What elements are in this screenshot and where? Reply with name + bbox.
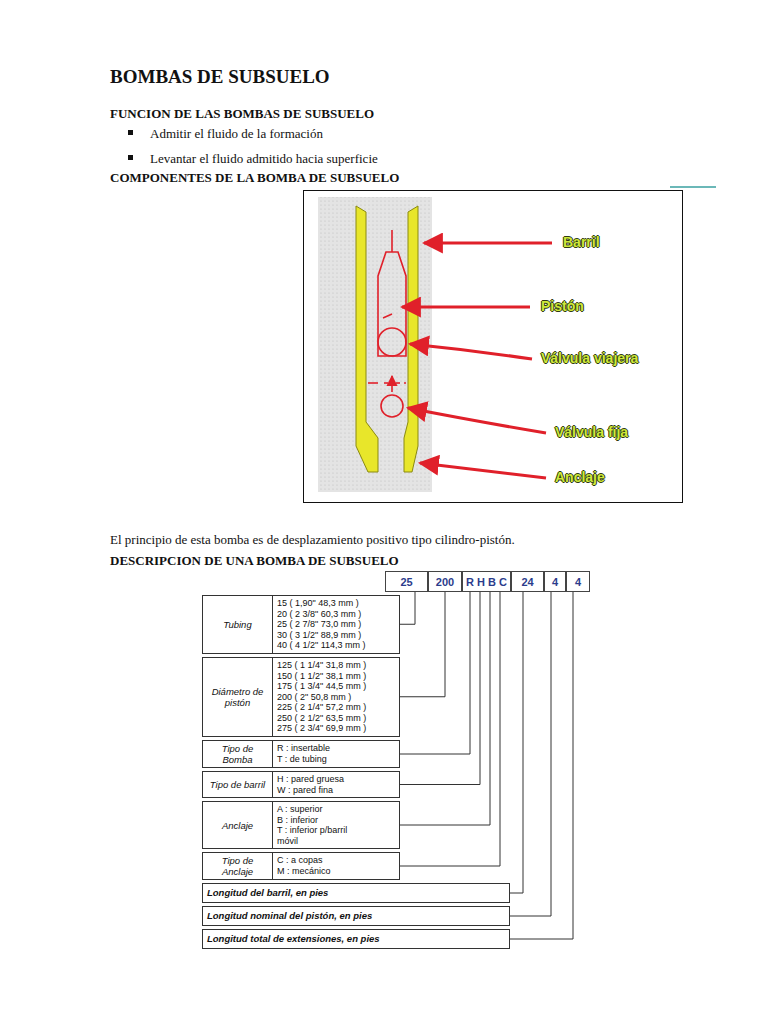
option-code: M : mecánico [277,866,395,877]
bullet-text: Levantar el fluido admitido hacia superf… [150,151,378,167]
row-label-cell: Tipo de barril [203,772,273,797]
option-code: 15 ( 1,90" 48,3 mm ) [277,598,395,609]
row-values-cell: A : superiorB : inferiorT : inferior p/b… [273,802,399,848]
row-single-cell: Longitud nominal del pistón, en pies [203,907,376,925]
part-label: Válvula viajera [541,350,638,366]
section-heading: FUNCION DE LAS BOMBAS DE SUBSUELO [110,106,374,122]
table-row: Longitud del barril, en pies [202,883,510,903]
table-row: Tipo de BombaR : insertableT : de tubing [202,740,400,768]
option-code: R : insertable [277,743,395,754]
code-value: 4 [575,576,581,588]
table-row: Diámetro de pistón125 ( 1 1/4" 31,8 mm )… [202,657,400,737]
page-title: BOMBAS DE SUBSUELO [110,66,330,88]
bracket-connector [510,592,551,916]
code-box: 4 [544,571,566,592]
figure-frame [304,191,683,503]
part-label: Anclaje [555,469,605,485]
row-values-cell: C : a copasM : mecánico [273,853,399,879]
table-row: Anclaje A : superiorB : inferiorT : infer… [202,801,400,849]
bullet [128,130,133,135]
option-code: 250 ( 2 1/2" 63,5 mm ) [277,713,395,724]
part-label: Válvula fija [555,424,628,440]
row-label-cell: Diámetro de pistón [203,658,273,736]
option-code: 125 ( 1 1/4" 31,8 mm ) [277,660,395,671]
option-code: T : de tubing [277,754,395,765]
bracket-connector [510,592,523,893]
bracket-connector [400,592,415,624]
row-label: Longitud nominal del pistón, en pies [207,910,372,921]
code-box: R H B C [462,571,511,592]
row-values-cell: H : pared gruesaW : pared fina [273,772,399,797]
option-code: 30 ( 3 1/2" 88,9 mm ) [277,630,395,641]
part-label: Barril [563,234,600,250]
row-label-cell: Tubing [203,596,273,653]
section-heading: DESCRIPCION DE UNA BOMBA DE SUBSUELO [110,553,399,569]
option-code: W : pared fina [277,785,395,796]
option-code: T : inferior p/barril móvil [277,825,353,846]
bullet-text: Admitir el fluido de la formación [150,126,323,142]
option-code: 225 ( 2 1/4" 57,2 mm ) [277,702,395,713]
code-box: 25 [385,571,428,592]
part-label: Pistón [541,298,584,314]
row-label: Tipo de barril [210,779,265,790]
option-code: C : a copas [277,855,395,866]
row-single-cell: Longitud total de extensiones, en pies [203,930,384,948]
bullet [128,155,133,160]
table-row: Longitud total de extensiones, en pies [202,929,510,949]
row-label-cell: Tipo de Bomba [203,741,273,767]
option-code: B : inferior [277,815,395,826]
row-label: Longitud total de extensiones, en pies [207,933,380,944]
bracket-connector [510,592,573,939]
row-label: Tipo de Bomba [206,743,269,765]
code-box: 24 [511,571,544,592]
leader-arrow [402,243,552,478]
table-row: Tubing 15 ( 1,90" 48,3 mm )20 ( 2 3/8" 60… [202,595,400,654]
bracket-connector [400,592,470,754]
option-code: 25 ( 2 7/8" 73,0 mm ) [277,619,395,630]
bracket-connector [400,592,490,825]
body-text: El principio de esta bomba es de desplaz… [110,532,515,548]
option-code: 20 ( 2 3/8" 60,3 mm ) [277,609,395,620]
option-code: 175 ( 1 3/4" 44,5 mm ) [277,681,395,692]
option-code: 200 ( 2" 50,8 mm ) [277,692,395,703]
bracket-connector [400,592,500,866]
row-values-cell: R : insertableT : de tubing [273,741,399,767]
row-values-cell: 125 ( 1 1/4" 31,8 mm )150 ( 1 1/2" 38,1 … [273,658,399,736]
row-label-cell: Anclaje [203,802,273,848]
code-value: 4 [552,576,558,588]
barrel-wall [356,206,378,472]
option-code: 40 ( 4 1/2" 114,3 mm ) [277,640,395,651]
code-box: 200 [428,571,462,592]
code-box: 4 [566,571,590,592]
row-label: Diámetro de pistón [206,686,269,708]
row-label-cell: Tipo de Anclaje [203,853,273,879]
row-single-cell: Longitud del barril, en pies [203,884,332,902]
option-code: 275 ( 2 3/4" 69,9 mm ) [277,723,395,734]
bracket-connector [400,592,445,697]
section-heading: COMPONENTES DE LA BOMBA DE SUBSUELO [110,170,399,186]
code-value: 25 [400,576,412,588]
option-code: 150 ( 1 1/2" 38,1 mm ) [277,671,395,682]
piston [368,230,406,417]
option-code: A : superior [277,804,395,815]
code-value: 200 [436,576,454,588]
code-value: 24 [521,576,533,588]
row-label: Longitud del barril, en pies [207,887,328,898]
row-label: Tubing [223,619,251,630]
row-label: Anclaje [222,820,253,831]
table-row: Tipo de AnclajeC : a copasM : mecánico [202,852,400,880]
table-row: Tipo de barril H : pared gruesaW : pared … [202,771,400,798]
table-row: Longitud nominal del pistón, en pies [202,906,510,926]
row-values-cell: 15 ( 1,90" 48,3 mm )20 ( 2 3/8" 60,3 mm … [273,596,399,653]
code-value: R H B C [466,576,507,588]
row-label: Tipo de Anclaje [206,855,269,877]
bracket-connector [400,592,480,785]
option-code: H : pared gruesa [277,774,395,785]
